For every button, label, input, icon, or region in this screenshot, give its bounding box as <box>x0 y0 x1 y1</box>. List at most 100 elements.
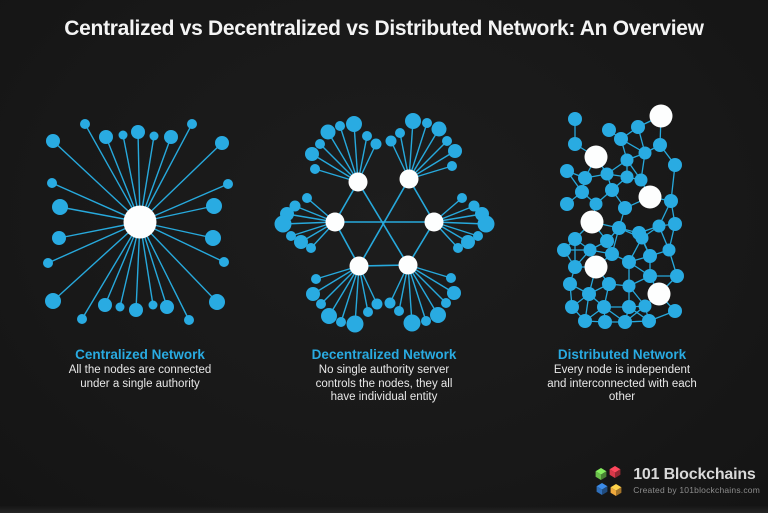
network-node <box>205 230 221 246</box>
hub-node <box>348 172 368 192</box>
network-node <box>363 307 373 317</box>
network-node <box>446 273 456 283</box>
network-node <box>618 315 632 329</box>
network-node <box>187 119 197 129</box>
central-authority-node <box>123 205 157 239</box>
network-node <box>468 200 480 212</box>
network-node <box>306 287 320 301</box>
network-node <box>209 294 225 310</box>
hub-node <box>647 282 671 306</box>
network-node <box>441 298 451 308</box>
network-node <box>320 124 336 140</box>
network-node <box>184 315 194 325</box>
decentralized-heading: Decentralized Network <box>311 347 457 362</box>
network-node <box>473 231 483 241</box>
network-node <box>384 297 396 309</box>
network-node <box>223 179 233 189</box>
network-node <box>148 300 158 310</box>
logo-cube-face <box>609 469 616 478</box>
network-node <box>129 303 143 317</box>
network-node <box>560 197 574 211</box>
logo-cube-face <box>601 471 607 480</box>
network-node <box>99 130 113 144</box>
logo-cube-face <box>610 484 622 491</box>
logo-cube-face <box>616 487 622 496</box>
network-node <box>405 113 421 129</box>
network-node <box>362 131 372 141</box>
network-node <box>605 247 619 261</box>
network-node <box>289 200 301 212</box>
network-node <box>620 170 634 184</box>
logo-cube-face <box>615 469 621 478</box>
network-node <box>321 308 337 324</box>
network-node <box>164 130 178 144</box>
network-node <box>118 130 128 140</box>
centralized-network-diagram <box>43 119 233 325</box>
logo-cube-face <box>595 471 602 480</box>
blockchains-logo-icon <box>595 466 622 496</box>
network-node <box>346 315 364 333</box>
network-node <box>618 201 632 215</box>
network-node <box>568 112 582 126</box>
brand-footer: 101 Blockchains Created by 101blockchain… <box>592 463 760 499</box>
network-node <box>315 139 325 149</box>
network-node <box>662 243 676 257</box>
network-node <box>274 215 292 233</box>
network-node <box>668 217 682 231</box>
network-node <box>568 260 582 274</box>
hub-node <box>584 255 608 279</box>
network-edge <box>52 140 141 223</box>
network-node <box>461 235 475 249</box>
hub-node <box>399 169 419 189</box>
network-node <box>600 234 614 248</box>
brand-credit: Created by 101blockchains.com <box>633 485 760 496</box>
network-node <box>565 300 579 314</box>
network-edge <box>408 120 414 180</box>
network-edge <box>139 142 223 223</box>
network-node <box>605 183 619 197</box>
network-node <box>394 306 404 316</box>
network-node <box>442 136 452 146</box>
network-node <box>457 193 467 203</box>
network-edge <box>358 178 410 267</box>
network-node <box>395 128 405 138</box>
network-node <box>477 215 495 233</box>
network-node <box>622 300 636 314</box>
network-edge <box>47 221 141 264</box>
network-node <box>311 274 321 284</box>
hub-node <box>349 256 369 276</box>
network-node <box>670 269 684 283</box>
hub-node <box>649 104 673 128</box>
network-node <box>622 255 636 269</box>
network-node <box>430 307 446 323</box>
network-node <box>589 197 603 211</box>
logo-cube-face <box>609 466 621 473</box>
network-node <box>45 293 61 309</box>
network-node <box>453 243 463 253</box>
network-node <box>52 199 68 215</box>
network-node <box>622 279 636 293</box>
network-node <box>131 125 145 139</box>
network-edge <box>408 122 428 180</box>
network-node <box>575 185 589 199</box>
network-node <box>600 167 614 181</box>
network-node <box>638 146 652 160</box>
network-node <box>306 243 316 253</box>
logo-cube-face <box>596 483 608 490</box>
network-node <box>614 132 628 146</box>
network-edge <box>139 123 193 223</box>
network-node <box>631 120 645 134</box>
network-edge <box>354 265 360 325</box>
network-node <box>77 314 87 324</box>
network-edge <box>81 221 141 320</box>
decentralized-description: No single authority server controls the … <box>315 364 453 404</box>
network-node <box>422 118 432 128</box>
network-node <box>447 286 461 300</box>
network-node <box>664 194 678 208</box>
network-node <box>583 243 597 257</box>
hub-node <box>325 212 345 232</box>
centralized-description: All the nodes are connected under a sing… <box>68 364 212 390</box>
hub-node <box>398 255 418 275</box>
network-node <box>563 277 577 291</box>
